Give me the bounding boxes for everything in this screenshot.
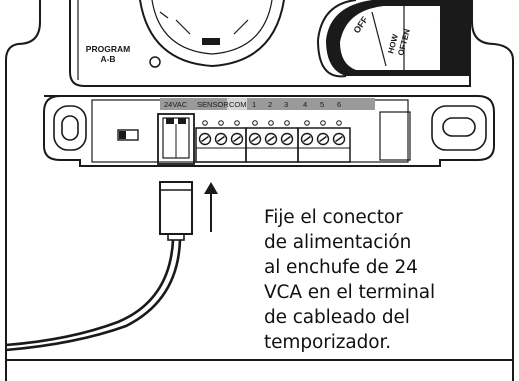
left-mounting-hole: [61, 115, 79, 141]
terminal-label-2: 2: [268, 100, 272, 109]
right-mounting-hole: [442, 117, 476, 137]
caption-line: de cableado del: [264, 307, 410, 328]
terminal-screw-icon[interactable]: [332, 132, 346, 146]
dial-outline: [317, 0, 357, 78]
left-mounting-slot: [53, 105, 87, 151]
terminal-label-4: 4: [303, 100, 307, 109]
button-pad: [139, 0, 285, 68]
screw-slot-icon: [217, 135, 225, 143]
terminal-hole-icon: [218, 120, 224, 126]
socket-pin-left: [166, 118, 174, 124]
screw-slot-icon: [303, 135, 311, 143]
minus-button-icon[interactable]: [202, 38, 220, 45]
right-side-panel: [379, 111, 411, 161]
button-pad-divider-right: [233, 19, 249, 35]
terminal-label-sensor: SENSOR: [197, 100, 229, 109]
outer-panel-outline: [5, 0, 41, 381]
socket-pin-right: [178, 118, 186, 124]
terminal-label-24vac: 24VAC: [164, 100, 188, 109]
terminal-screw-icon[interactable]: [198, 132, 212, 146]
power-switch[interactable]: [117, 129, 139, 141]
insert-arrow-icon: [204, 182, 218, 194]
button-arrow-left: [159, 11, 169, 19]
terminal-label-com: COM: [229, 100, 247, 109]
terminal-label-3: 3: [284, 100, 288, 109]
power-cable-second-wire: [5, 239, 182, 352]
dial-edge-mark: [439, 0, 463, 25]
terminal-label-6: 6: [337, 100, 341, 109]
plug-neck: [167, 233, 185, 241]
power-switch-knob: [119, 131, 126, 139]
terminal-screw-icon[interactable]: [230, 132, 244, 146]
screw-slot-icon: [319, 135, 327, 143]
dial-segment-line: [371, 11, 387, 67]
terminal-hole-icon: [304, 120, 310, 126]
terminal-screws: [198, 120, 346, 146]
button-pad-divider-left: [175, 19, 191, 35]
terminal-label-highlight: [227, 98, 247, 110]
terminal-hole-icon: [202, 120, 208, 126]
screw-slot-icon: [335, 135, 343, 143]
instruction-caption: Fije el conector de alimentación al ench…: [264, 205, 514, 355]
wiring-compartment: [43, 95, 495, 167]
terminal-screw-icon[interactable]: [264, 132, 278, 146]
terminal-block-4-6: [297, 127, 351, 163]
terminal-label-strip: [160, 98, 375, 110]
screw-slot-icon: [251, 135, 259, 143]
caption-line: de alimentación: [264, 232, 412, 253]
terminal-hole-icon: [320, 120, 326, 126]
screw-slot-icon: [283, 135, 291, 143]
terminal-screw-icon[interactable]: [214, 132, 228, 146]
screw-slot-icon: [233, 135, 241, 143]
screw-slot-icon: [267, 135, 275, 143]
controller-faceplate: [69, 0, 471, 87]
program-ab-label: A-B: [100, 54, 115, 64]
button-pad-inner: [151, 0, 273, 55]
terminal-labels: 24VAC SENSOR COM 1 2 3 4 5 6: [164, 100, 341, 109]
caption-line: temporizador.: [264, 332, 392, 353]
terminal-hole-icon: [234, 120, 240, 126]
terminal-screw-icon[interactable]: [300, 132, 314, 146]
right-mounting-slot: [431, 105, 487, 151]
caption-line: al enchufe de 24: [264, 257, 418, 278]
terminal-label-5: 5: [320, 100, 324, 109]
terminal-screw-icon[interactable]: [248, 132, 262, 146]
screw-slot-icon: [201, 135, 209, 143]
terminal-screw-icon[interactable]: [316, 132, 330, 146]
terminal-hole-icon: [284, 120, 290, 126]
dial-face: [340, 6, 440, 70]
terminal-hole-icon: [268, 120, 274, 126]
power-socket[interactable]: [157, 113, 195, 165]
caption-line: Fije el conector: [264, 207, 403, 228]
outer-panel-outline-right: [471, 0, 514, 381]
terminal-label-1: 1: [252, 100, 256, 109]
program-label: PROGRAM: [86, 44, 130, 54]
terminal-hole-icon: [252, 120, 258, 126]
terminal-screw-icon[interactable]: [280, 132, 294, 146]
program-button[interactable]: [149, 56, 161, 68]
power-cable: [5, 239, 175, 347]
caption-line: VCA en el terminal: [264, 282, 435, 303]
terminal-hole-icon: [336, 120, 342, 126]
